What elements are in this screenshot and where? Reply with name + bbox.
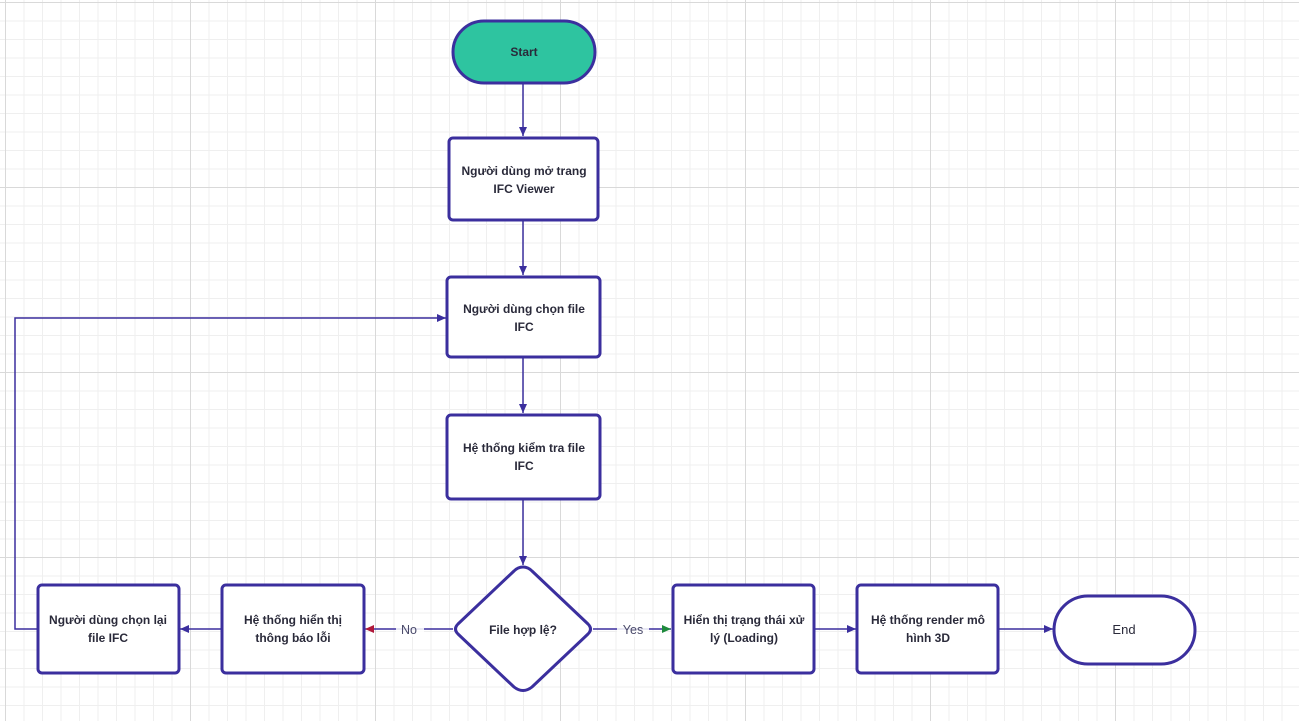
end-label: End: [1112, 622, 1135, 637]
edge-label-no: No: [401, 623, 417, 637]
decision-file-valid[interactable]: File hợp lệ?: [454, 565, 592, 692]
decision-label: File hợp lệ?: [489, 623, 557, 637]
edge-label-yes: Yes: [623, 623, 643, 637]
start-label: Start: [510, 45, 537, 59]
end-node[interactable]: End: [1052, 594, 1197, 666]
edge-rechoose-loop-back: [14, 314, 446, 630]
start-node[interactable]: Start: [451, 19, 597, 85]
